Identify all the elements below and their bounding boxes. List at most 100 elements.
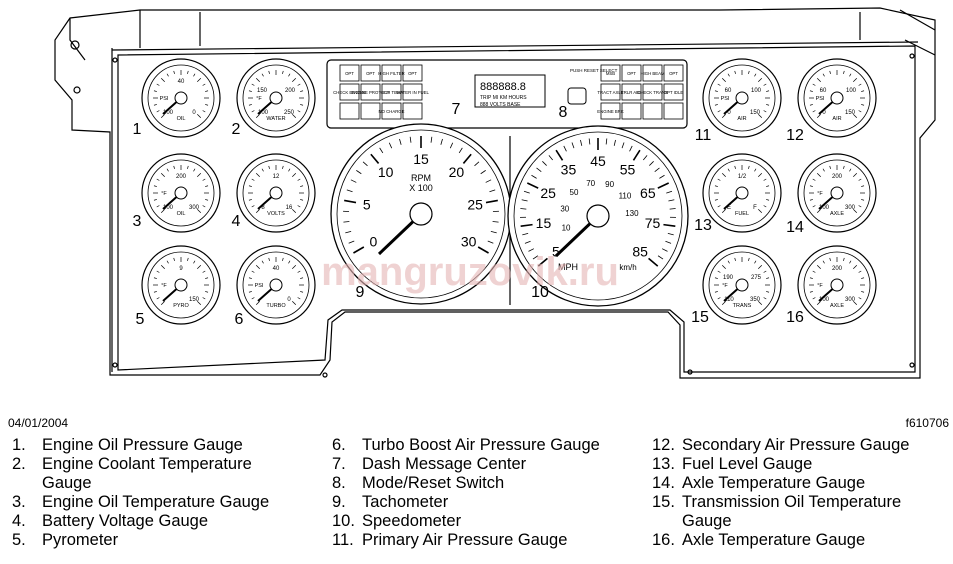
tach-title: RPM	[411, 173, 431, 183]
indicator-switch[interactable]	[381, 83, 402, 101]
indicator-label: CHECK TRANS	[637, 90, 668, 95]
indicator-switch[interactable]	[663, 102, 684, 120]
gauge-tick-label: 150	[750, 110, 761, 116]
indicator-switch[interactable]	[339, 64, 360, 82]
legend-text: Axle Temperature Gauge	[682, 474, 866, 492]
indicator-switch[interactable]	[360, 83, 381, 101]
legend-text: Battery Voltage Gauge	[42, 512, 209, 530]
indicator-switch[interactable]	[621, 102, 642, 120]
gauge-tick-label: 1/2	[738, 174, 747, 180]
legend-item: 14.Axle Temperature Gauge	[652, 474, 922, 493]
legend-text: Secondary Air Pressure Gauge	[682, 436, 910, 454]
dial-needle-hub	[586, 204, 610, 228]
gauge-label: FUEL	[735, 211, 749, 217]
indicator-switch[interactable]	[402, 83, 423, 101]
gauge-needle-hub	[174, 278, 188, 292]
indicator-label: WATER IN FUEL	[396, 90, 429, 95]
gauge-tick-label: 12	[273, 174, 280, 180]
indicator-switch[interactable]	[621, 64, 642, 82]
dial-tick-label: 10	[378, 164, 394, 180]
indicator-label: HIGH BEAM	[640, 71, 665, 76]
indicator-switch[interactable]	[402, 64, 423, 82]
indicator-label: ENGINE BRK	[597, 109, 624, 114]
legend-number: 7.	[332, 455, 346, 473]
legend-text: Speedometer	[362, 512, 462, 530]
gauge-unit: °F	[161, 283, 167, 289]
gauge-tick-label: 16	[286, 205, 293, 211]
callout-number: 8	[559, 104, 568, 121]
legend-number: 5.	[12, 531, 26, 549]
legend-item: 8.Mode/Reset Switch	[332, 474, 600, 493]
kmh-tick-label: 70	[586, 179, 595, 188]
dial-tick-label: 30	[461, 234, 477, 250]
gauge-label: OIL	[177, 116, 186, 122]
indicator-switch[interactable]	[642, 102, 663, 120]
indicator-label: NO CHARGE	[378, 109, 404, 114]
gauge-tick-label: 200	[832, 266, 843, 272]
callout-number: 13	[694, 217, 712, 234]
tach-subtitle: X 100	[409, 183, 433, 193]
indicator-label: OPT	[408, 71, 417, 76]
dial-tick-label: 20	[449, 164, 465, 180]
legend-text: Axle Temperature Gauge	[682, 531, 866, 549]
callout-number: 14	[786, 219, 804, 236]
legend-number: 13.	[652, 455, 675, 473]
dial-tick-label: 25	[467, 196, 483, 212]
gauge-needle-hub	[735, 91, 749, 105]
indicator-switch[interactable]	[402, 102, 423, 120]
indicator-switch[interactable]	[360, 102, 381, 120]
gauge-tick-label: 0	[192, 110, 196, 116]
callout-number: 11	[695, 127, 712, 144]
legend-number: 6.	[332, 436, 346, 454]
indicator-switch[interactable]	[339, 102, 360, 120]
gauge-tick-label: 60	[820, 88, 827, 94]
legend-item: 13.Fuel Level Gauge	[652, 455, 922, 474]
legend-number: 1.	[12, 436, 26, 454]
gauge-tick-label: F	[753, 205, 757, 211]
indicator-label: HIGH FILTER	[378, 71, 404, 76]
indicator-switch[interactable]	[600, 102, 621, 120]
kmh-tick-label: 50	[570, 188, 579, 197]
legend-text: Dash Message Center	[362, 455, 527, 473]
gauge-tick-label: 40	[178, 79, 185, 85]
legend-item: 7. Dash Message Center	[332, 455, 600, 474]
indicator-switch[interactable]	[600, 64, 621, 82]
indicator-switch[interactable]	[663, 83, 684, 101]
indicator-switch[interactable]	[600, 83, 621, 101]
gauge-needle-hub	[269, 186, 283, 200]
gauge-tick-label: 250	[284, 110, 295, 116]
callout-number: 12	[786, 127, 804, 144]
dial-tick-label: 65	[640, 185, 656, 201]
gauge-tick-label: 200	[176, 174, 187, 180]
mode-reset-switch[interactable]	[567, 87, 587, 105]
kmh-tick-label: 130	[625, 209, 639, 218]
indicator-switch[interactable]	[621, 83, 642, 101]
legend-item: 1.Engine Oil Pressure Gauge	[12, 436, 282, 455]
gauge-label: PYRO	[173, 303, 189, 309]
gauge-tick-label: 40	[273, 266, 280, 272]
indicator-switch[interactable]	[642, 83, 663, 101]
gauge-tick-label: 60	[725, 88, 732, 94]
indicator-switch[interactable]	[360, 64, 381, 82]
gauge-unit: °F	[256, 96, 262, 102]
legend-text: Mode/Reset Switch	[362, 474, 505, 492]
legend-number: 11.	[332, 531, 354, 549]
legend-text: Engine Oil Temperature Gauge	[42, 493, 270, 511]
indicator-switch[interactable]	[381, 102, 402, 120]
dial-tick-label: 15	[536, 215, 552, 231]
indicator-switch[interactable]	[663, 64, 684, 82]
gauge-label: TURBO	[266, 303, 286, 309]
kmh-tick-label: 110	[619, 191, 632, 200]
gauge-unit: PSI	[255, 283, 264, 289]
figure-id: f610706	[905, 416, 949, 430]
indicator-switch[interactable]	[381, 64, 402, 82]
indicator-label: OPT	[627, 71, 636, 76]
indicator-switch[interactable]	[339, 83, 360, 101]
indicator-switch[interactable]	[642, 64, 663, 82]
